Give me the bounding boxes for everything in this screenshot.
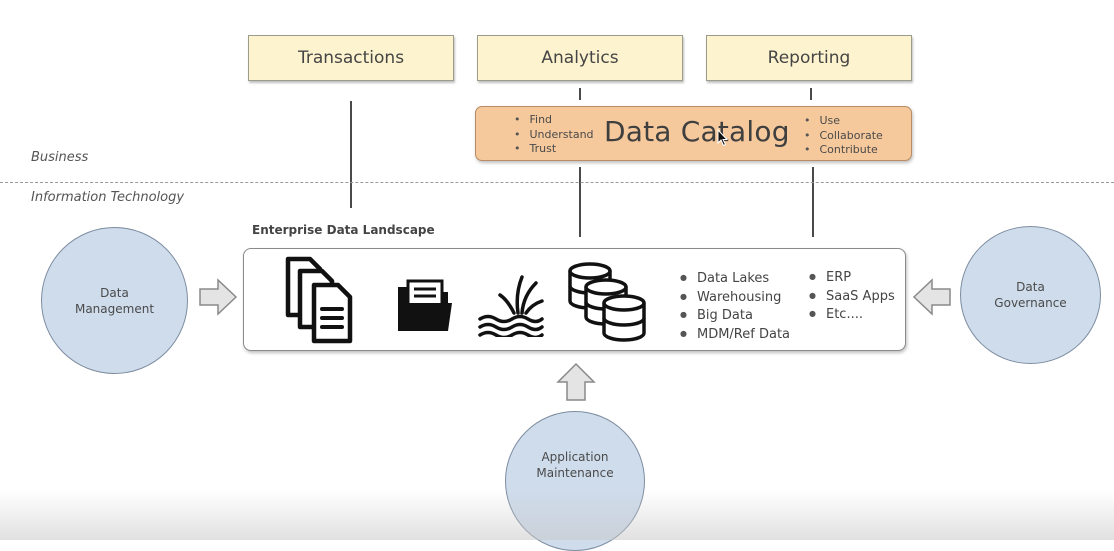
catalog-right-list: Use Collaborate Contribute bbox=[804, 114, 883, 158]
data-lake-icon bbox=[478, 275, 544, 337]
analytics-connector-bottom bbox=[579, 167, 581, 237]
arrow-right-icon bbox=[199, 278, 238, 316]
transactions-connector bbox=[350, 101, 352, 208]
business-label: Business bbox=[31, 150, 89, 165]
landscape-list-1: Data Lakes Warehousing Big Data MDM/Ref … bbox=[680, 269, 790, 343]
data-catalog-box: Find Understand Trust Data Catalog Use C… bbox=[475, 106, 912, 161]
analytics-connector-top bbox=[579, 88, 581, 100]
transactions-label: Transactions bbox=[297, 48, 405, 68]
landscape-item-data-lakes: Data Lakes bbox=[680, 269, 790, 288]
documents-icon bbox=[285, 256, 353, 344]
folder-icon bbox=[398, 279, 452, 331]
data-management-circle: Data Management bbox=[41, 227, 188, 374]
analytics-label: Analytics bbox=[541, 48, 619, 68]
reporting-connector-top bbox=[810, 88, 812, 100]
landscape-item-erp: ERP bbox=[809, 268, 895, 287]
landscape-item-warehousing: Warehousing bbox=[680, 288, 790, 307]
data-governance-circle: Data Governance bbox=[960, 226, 1101, 364]
landscape-item-etc: Etc.... bbox=[809, 305, 895, 324]
transactions-box: Transactions bbox=[248, 35, 454, 81]
catalog-item-find: Find bbox=[514, 113, 594, 128]
arrow-up-icon bbox=[556, 362, 596, 401]
catalog-item-trust: Trust bbox=[514, 142, 594, 157]
enterprise-data-landscape-box: Data Lakes Warehousing Big Data MDM/Ref … bbox=[243, 248, 906, 351]
landscape-item-saas: SaaS Apps bbox=[809, 287, 895, 306]
landscape-list-2: ERP SaaS Apps Etc.... bbox=[809, 268, 895, 324]
data-management-label: Data Management bbox=[74, 285, 155, 316]
it-label: Information Technology bbox=[31, 190, 185, 205]
landscape-item-mdm: MDM/Ref Data bbox=[680, 325, 790, 344]
reporting-label: Reporting bbox=[767, 48, 851, 68]
landscape-item-big-data: Big Data bbox=[680, 306, 790, 325]
business-it-divider bbox=[0, 182, 1114, 183]
catalog-item-understand: Understand bbox=[514, 128, 594, 143]
arrow-left-icon bbox=[912, 278, 951, 316]
application-maintenance-circle: Application Maintenance bbox=[505, 411, 645, 551]
database-icon bbox=[568, 262, 646, 342]
catalog-item-use: Use bbox=[804, 114, 883, 129]
data-governance-label: Data Governance bbox=[994, 280, 1067, 310]
application-maintenance-label: Application Maintenance bbox=[536, 450, 614, 480]
reporting-box: Reporting bbox=[706, 35, 912, 81]
catalog-item-collaborate: Collaborate bbox=[804, 129, 883, 144]
mouse-cursor-icon bbox=[717, 129, 729, 147]
catalog-item-contribute: Contribute bbox=[804, 143, 883, 158]
data-catalog-title: Data Catalog bbox=[604, 115, 790, 148]
landscape-title: Enterprise Data Landscape bbox=[252, 223, 435, 237]
analytics-box: Analytics bbox=[477, 35, 683, 81]
catalog-left-list: Find Understand Trust bbox=[514, 113, 594, 157]
reporting-connector-bottom bbox=[812, 167, 814, 237]
